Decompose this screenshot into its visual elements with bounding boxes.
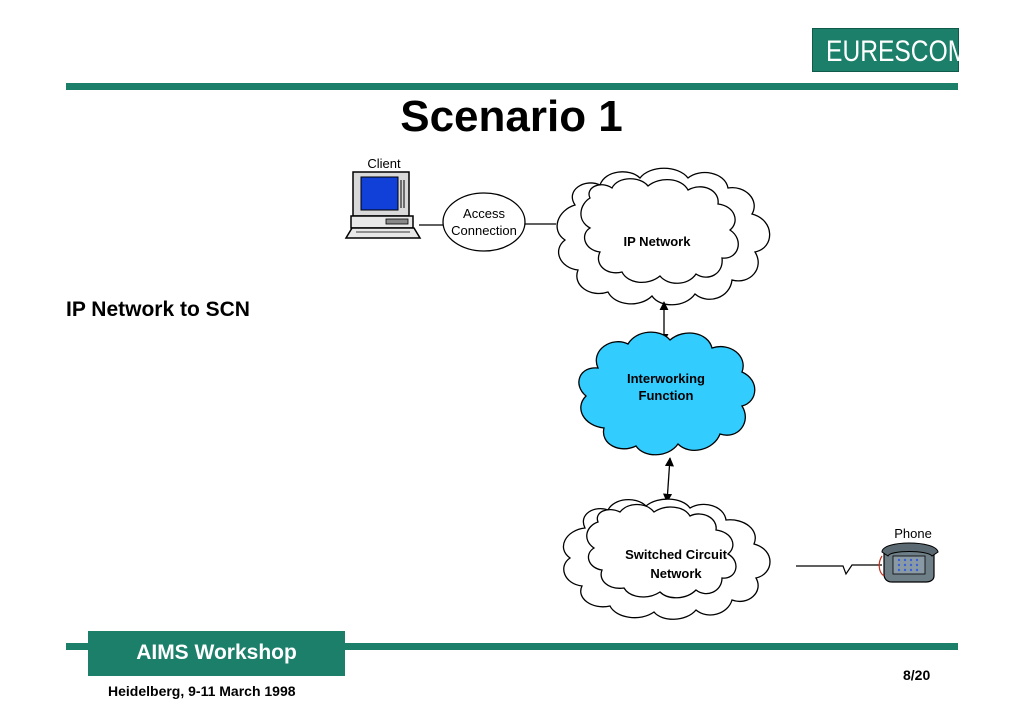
access-label-line1: Access bbox=[463, 206, 505, 221]
workshop-title: AIMS Workshop bbox=[136, 641, 297, 664]
interworking-cloud bbox=[578, 331, 756, 456]
access-label-line2: Connection bbox=[451, 223, 517, 238]
interworking-switched-arrow bbox=[663, 457, 674, 503]
client-label: Client bbox=[367, 156, 401, 171]
header-rule bbox=[66, 83, 958, 90]
ip-network-cloud bbox=[556, 167, 771, 306]
access-connection-node bbox=[442, 192, 526, 252]
footer-rule-left bbox=[66, 643, 88, 650]
switched-label-line2: Network bbox=[650, 566, 702, 581]
phone-link-line bbox=[796, 564, 882, 576]
workshop-banner: AIMS Workshop bbox=[88, 631, 345, 676]
switched-label-line1: Switched Circuit bbox=[625, 547, 728, 562]
slide-subtitle: IP Network to SCN bbox=[66, 298, 250, 321]
switched-circuit-cloud bbox=[562, 498, 771, 620]
phone-label: Phone bbox=[894, 526, 932, 541]
client-computer-icon bbox=[344, 171, 422, 239]
logo-text: EURESCOM bbox=[826, 35, 969, 68]
ip-network-label: IP Network bbox=[624, 234, 692, 249]
eurescom-logo: EURESCOM bbox=[812, 28, 969, 72]
page-number: 8/20 bbox=[903, 667, 931, 683]
footer-rule-right bbox=[345, 643, 958, 650]
interworking-label-line2: Function bbox=[639, 388, 694, 403]
slide-title: Scenario 1 bbox=[400, 92, 623, 141]
footer-date: Heidelberg, 9-11 March 1998 bbox=[108, 683, 296, 699]
phone-icon bbox=[878, 542, 939, 583]
interworking-label-line1: Interworking bbox=[627, 371, 705, 386]
